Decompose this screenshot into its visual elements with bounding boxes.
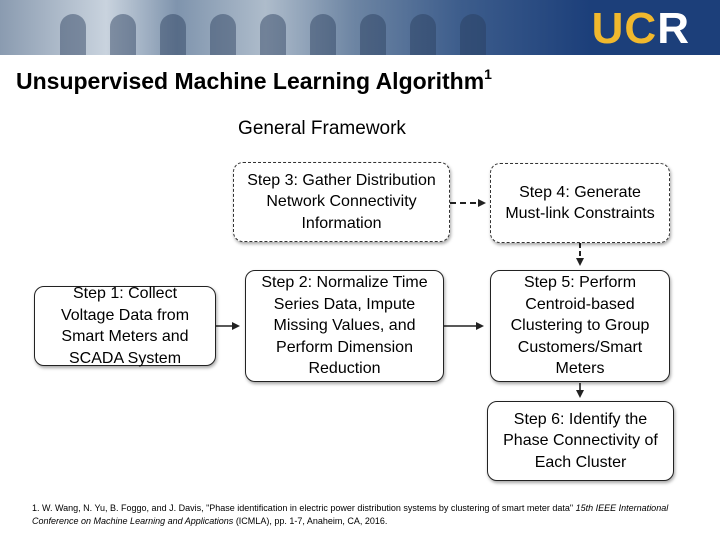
arch-decoration [410, 14, 436, 55]
arch-decoration [160, 14, 186, 55]
arch-decoration [60, 14, 86, 55]
step5-label: Step 5: Perform Centroid-based Clusterin… [510, 274, 650, 378]
arch-decoration [310, 14, 336, 55]
step2-box: Step 2: Normalize Time Series Data, Impu… [245, 270, 444, 382]
arch-decoration [260, 14, 286, 55]
step5-box: Step 5: Perform Centroid-based Clusterin… [490, 270, 670, 382]
step3-box: Step 3: Gather Distribution Network Conn… [233, 162, 450, 242]
header-banner: UCR [0, 0, 720, 55]
step4-label: Step 4: Generate Must-link Constraints [505, 183, 655, 223]
step3-label: Step 3: Gather Distribution Network Conn… [247, 171, 436, 232]
footnote-venue: 15th IEEE International Conference on Ma… [32, 503, 669, 526]
footnote-details: (ICMLA), pp. 1-7, Anaheim, CA, 2016. [233, 515, 388, 526]
step6-box: Step 6: Identify the Phase Connectivity … [487, 401, 674, 481]
slide-subtitle: General Framework [238, 118, 406, 139]
step4-box: Step 4: Generate Must-link Constraints [490, 163, 670, 243]
ucr-logo: UCR [591, 4, 690, 53]
title-superscript: 1 [484, 66, 492, 82]
arch-decoration [210, 14, 236, 55]
title-text: Unsupervised Machine Learning Algorithm [16, 68, 485, 94]
step1-label: Step 1: Collect Voltage Data from Smart … [60, 285, 190, 367]
footnote-authors: 1. W. Wang, N. Yu, B. Foggo, and J. Davi… [32, 503, 576, 513]
step6-label: Step 6: Identify the Phase Connectivity … [503, 410, 658, 471]
arch-decoration [460, 14, 486, 55]
slide-title: Unsupervised Machine Learning Algorithm1 [16, 66, 492, 95]
footnote-citation: 1. W. Wang, N. Yu, B. Foggo, and J. Davi… [32, 502, 692, 527]
step2-label: Step 2: Normalize Time Series Data, Impu… [261, 274, 428, 378]
step1-box: Step 1: Collect Voltage Data from Smart … [34, 285, 216, 367]
campus-photo [0, 0, 590, 55]
arch-decoration [360, 14, 386, 55]
arch-decoration [110, 14, 136, 55]
